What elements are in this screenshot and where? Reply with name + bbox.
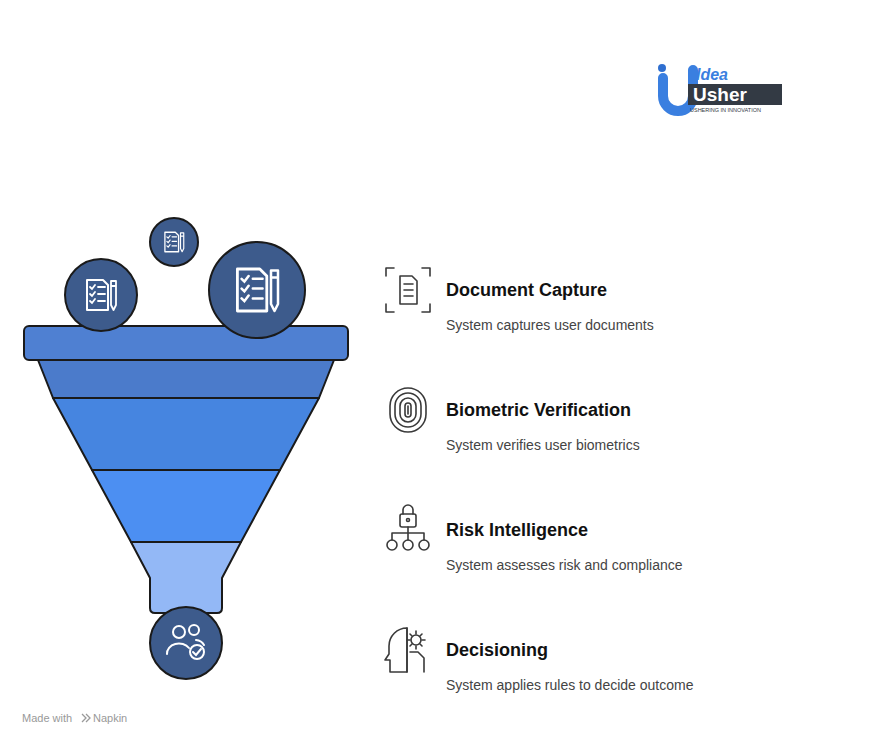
- step-heading: Decisioning: [446, 640, 548, 661]
- watermark: Made with: [22, 712, 72, 725]
- result-circle: [150, 607, 222, 679]
- step-description: System applies rules to decide outcome: [446, 677, 693, 693]
- step-icons: [385, 268, 430, 672]
- step-heading: Risk Intelligence: [446, 520, 588, 541]
- step-description: System captures user documents: [446, 317, 654, 333]
- step-heading: Document Capture: [446, 280, 607, 301]
- step-heading: Biometric Verification: [446, 400, 631, 421]
- step-description: System verifies user biometrics: [446, 437, 640, 453]
- logo-word: Usher: [693, 84, 747, 106]
- watermark: Napkin: [93, 712, 127, 725]
- napkin-mark: [82, 714, 90, 722]
- step-description: System assesses risk and compliance: [446, 557, 683, 573]
- document-circles: [65, 218, 305, 338]
- logo-tagline: USHERING IN INNOVATION: [690, 107, 761, 113]
- funnel: [24, 326, 348, 613]
- logo: [658, 64, 782, 111]
- logo-word: Idea: [696, 66, 728, 84]
